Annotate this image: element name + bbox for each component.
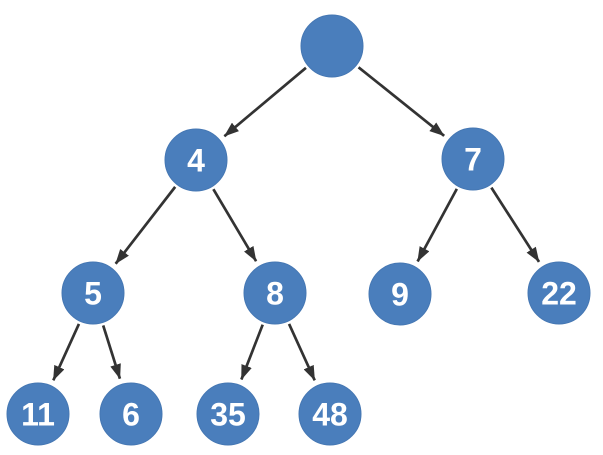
tree-node-35: 35	[196, 382, 260, 446]
node-circle	[368, 262, 432, 326]
node-label: 22	[541, 276, 577, 312]
node-label: 6	[122, 397, 140, 433]
node-circle	[61, 261, 125, 325]
node-label: 9	[391, 277, 409, 313]
node-circle	[527, 261, 591, 325]
node-label: 35	[210, 397, 246, 433]
tree-node-48: 48	[298, 382, 362, 446]
tree-node-6: 6	[99, 382, 163, 446]
node-circle	[243, 261, 307, 325]
tree-node-8: 8	[243, 261, 307, 325]
tree-edge-root-to-n7	[357, 66, 445, 137]
tree-node-9: 9	[368, 262, 432, 326]
tree-node-22: 22	[527, 261, 591, 325]
tree-edge-n8-to-n35	[240, 324, 264, 380]
tree-node-4: 4	[164, 128, 228, 192]
node-circle	[164, 128, 228, 192]
node-label: 8	[266, 276, 284, 312]
node-label: 4	[187, 143, 205, 179]
tree-edge-n5-to-n11	[52, 323, 81, 381]
node-label: 11	[21, 397, 55, 433]
tree-edge-n8-to-n48	[287, 323, 316, 381]
tree-edge-root-to-n4	[223, 66, 307, 138]
tree-edge-n7-to-n9	[416, 188, 459, 263]
node-circle	[441, 127, 505, 191]
node-circle	[99, 382, 163, 446]
node-circle	[300, 14, 364, 78]
tree-node-7: 7	[441, 127, 505, 191]
node-circle	[196, 382, 260, 446]
node-circle	[298, 382, 362, 446]
tree-edge-n7-to-n22	[490, 186, 541, 263]
tree-edge-n4-to-n5	[114, 186, 177, 265]
tree-edge-n4-to-n8	[212, 188, 258, 262]
node-circle	[6, 382, 70, 446]
tree-node-11: 11	[6, 382, 70, 446]
node-label: 7	[464, 142, 482, 178]
tree-node-root	[300, 14, 364, 78]
tree-node-5: 5	[61, 261, 125, 325]
node-label: 5	[84, 276, 102, 312]
tree-edge-n5-to-n6	[101, 325, 122, 380]
node-label: 48	[312, 397, 348, 433]
